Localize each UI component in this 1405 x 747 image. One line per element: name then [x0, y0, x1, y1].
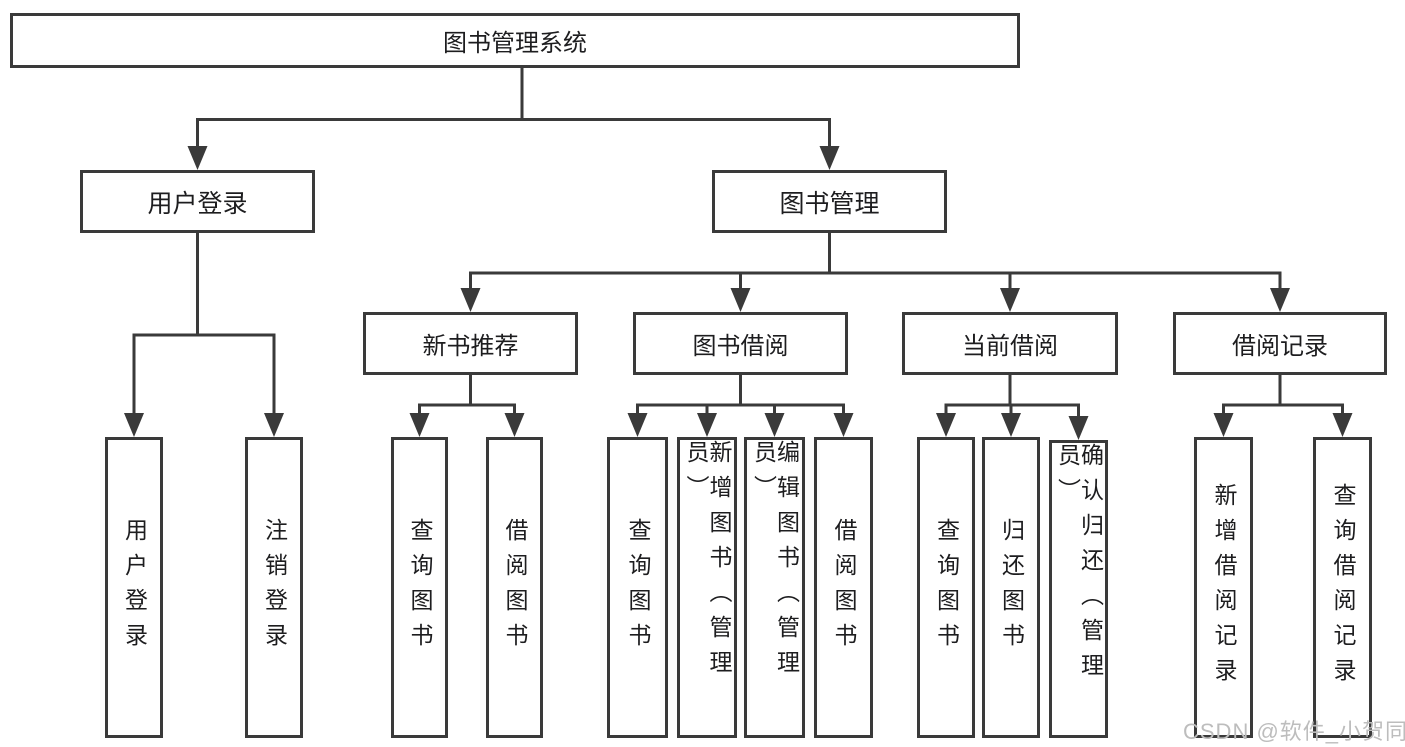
leaf-label: 查询图书 — [933, 517, 960, 658]
node-label: 借阅记录 — [1232, 333, 1328, 360]
leaf-label: 编辑图书（管理员） — [750, 440, 800, 685]
node-user-login: 用户登录 — [80, 170, 315, 233]
leaf-query-books-1: 查询图书 — [391, 437, 448, 738]
arrowhead-path — [124, 146, 1353, 440]
leaf-query-borrow-record: 查询借阅记录 — [1313, 437, 1372, 738]
leaf-confirm-return-admin: 确认归还（管理员） — [1049, 440, 1108, 738]
node-borrowing-records: 借阅记录 — [1173, 312, 1387, 375]
node-label: 图书管理系统 — [443, 30, 587, 57]
leaf-label: 借阅图书 — [502, 517, 528, 658]
connector-path — [132, 67, 1344, 417]
leaf-edit-books-admin: 编辑图书（管理员） — [744, 437, 805, 738]
node-label: 当前借阅 — [962, 333, 1058, 360]
node-book-borrowing: 图书借阅 — [633, 312, 848, 375]
node-current-borrowing: 当前借阅 — [902, 312, 1118, 375]
node-new-book-recommend: 新书推荐 — [363, 312, 578, 375]
leaf-query-books-2: 查询图书 — [607, 437, 668, 738]
node-label: 用户登录 — [147, 189, 248, 218]
leaf-label: 新增图书（管理员） — [683, 440, 732, 685]
leaf-label: 注销登录 — [261, 517, 288, 658]
csdn-watermark: CSDN @软件_小贺同学 — [1183, 719, 1405, 744]
arrowheads — [124, 146, 1353, 440]
connector-lines — [132, 67, 1344, 417]
leaf-label: 归还图书 — [998, 517, 1025, 658]
leaf-query-books-3: 查询图书 — [917, 437, 975, 738]
node-label: 新书推荐 — [422, 333, 519, 360]
leaf-borrow-books-1: 借阅图书 — [486, 437, 543, 738]
node-library-management-system: 图书管理系统 — [10, 13, 1020, 68]
leaf-add-borrow-record: 新增借阅记录 — [1194, 437, 1253, 738]
leaf-label: 查询借阅记录 — [1330, 482, 1356, 693]
leaf-label: 查询图书 — [625, 517, 651, 658]
leaf-label: 查询图书 — [407, 517, 433, 658]
leaf-add-books-admin: 新增图书（管理员） — [677, 437, 737, 738]
leaf-label: 确认归还（管理员） — [1054, 443, 1104, 688]
leaf-logout: 注销登录 — [245, 437, 303, 738]
node-label: 图书管理 — [779, 189, 880, 218]
leaf-return-books: 归还图书 — [982, 437, 1040, 738]
node-book-management: 图书管理 — [712, 170, 947, 233]
leaf-label: 借阅图书 — [831, 517, 857, 658]
leaf-label: 用户登录 — [121, 517, 148, 658]
node-label: 图书借阅 — [692, 333, 789, 360]
leaf-borrow-books-2: 借阅图书 — [814, 437, 873, 738]
leaf-user-login: 用户登录 — [105, 437, 163, 738]
leaf-label: 新增借阅记录 — [1211, 482, 1237, 693]
